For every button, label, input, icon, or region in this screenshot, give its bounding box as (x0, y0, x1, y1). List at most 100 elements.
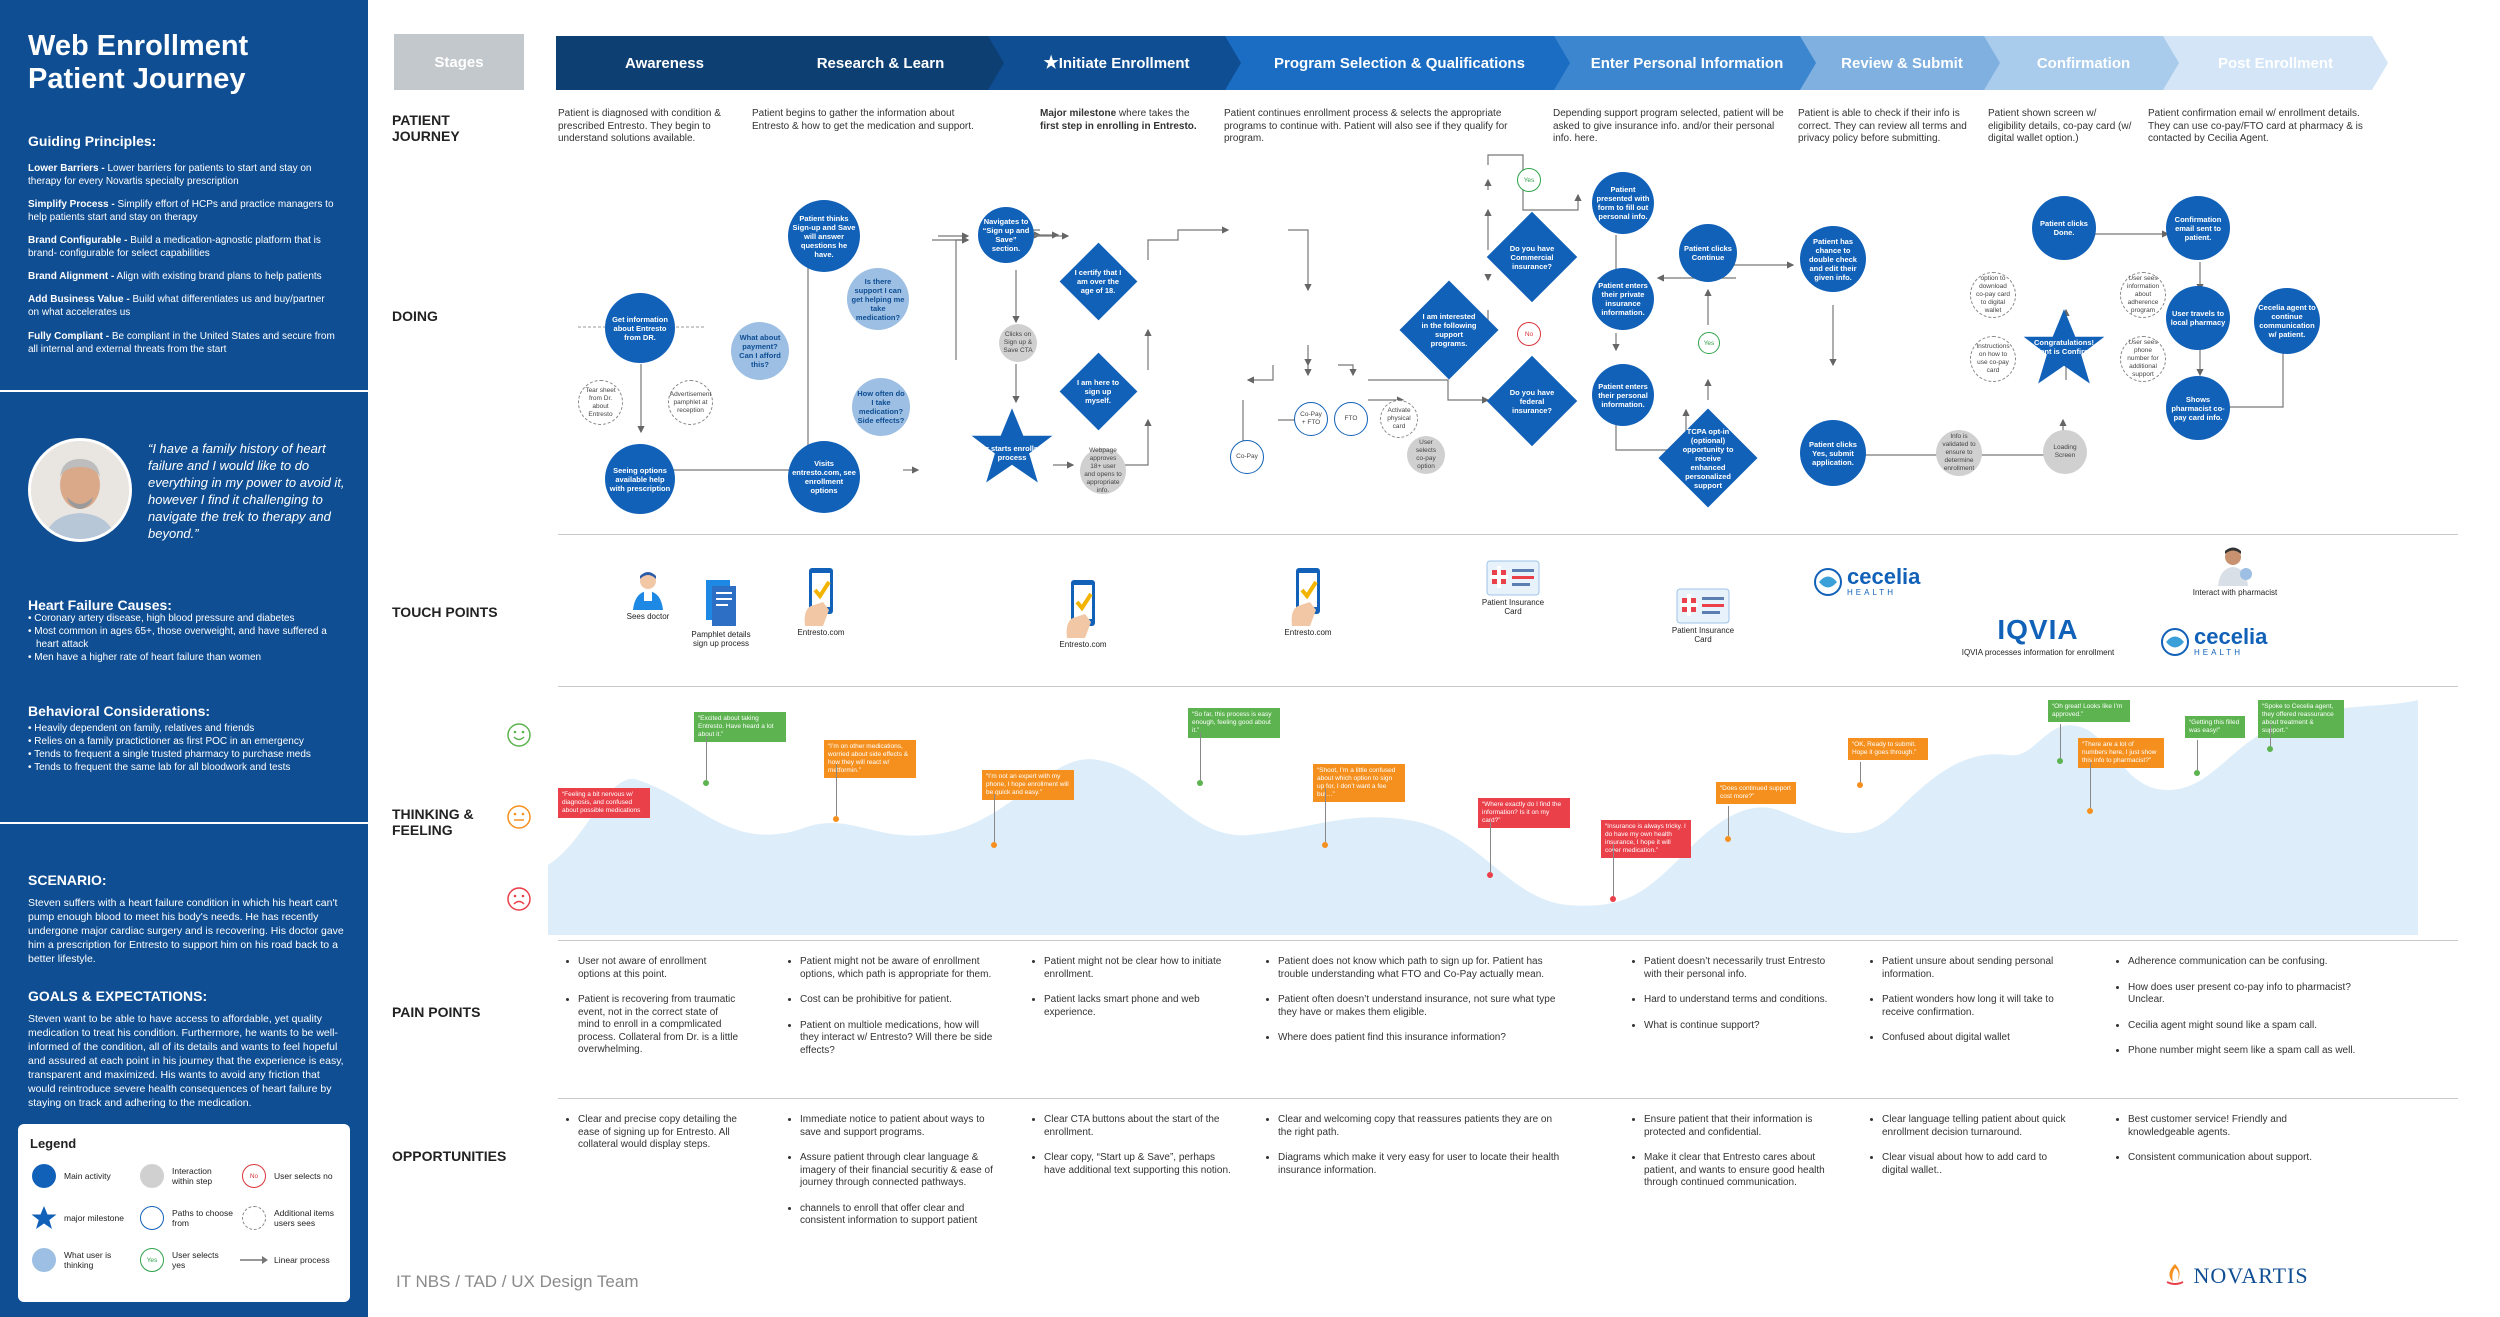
path-copay: Co-Pay (1230, 440, 1264, 474)
bullet-item: • Heavily dependent on family, relatives… (28, 723, 255, 734)
decision-tcpa-opt-in: TCPA opt-in (optional) opportunity to re… (1658, 408, 1758, 508)
divider (0, 822, 368, 824)
opps-column: Immediate notice to patient about ways t… (788, 1114, 998, 1241)
pain-point-item: Cecilia agent might sound like a spam ca… (2128, 1020, 2356, 1033)
activity-visits-entresto: Visits entresto.com, see enrollment opti… (788, 441, 860, 513)
stage-awareness: Awareness (556, 36, 773, 90)
guiding-principle: Simplify Process - Simplify effort of HC… (28, 199, 334, 223)
pain-point-item: Patient on multiole medications, how wil… (800, 1020, 998, 1058)
feeling-bubble: “Oh great! Looks like I’m approved.” (2048, 700, 2130, 722)
decision-commercial-insurance: Do you have Commercial insurance? (1486, 211, 1578, 303)
legend-item: Additional items users sees (240, 1204, 336, 1232)
star-icon (31, 1206, 57, 1229)
guiding-principle: Fully Compliant - Be compliant in the Un… (28, 331, 335, 355)
touch-insurance-card-1: Patient Insurance Card (1478, 560, 1548, 616)
opportunity-item: Consistent communication about support. (2128, 1152, 2356, 1165)
bullet-icon: • (28, 626, 35, 637)
behavioral-heading: Behavioral Considerations: (28, 703, 211, 719)
pain-point-item: Patient doesn’t necessarily trust Entres… (1644, 956, 1837, 981)
interaction-webpage-approves: Webpage approves 18+ user and opens to a… (1080, 447, 1126, 494)
pamphlet-icon (706, 580, 736, 626)
legend-item: Main activity (30, 1162, 126, 1190)
feeling-pin (1613, 844, 1614, 896)
feeling-pin (1490, 822, 1491, 872)
opportunity-item: Clear CTA buttons about the start of the… (1044, 1114, 1237, 1139)
feeling-pin (1200, 732, 1201, 780)
main-activity-icon (32, 1164, 56, 1188)
feeling-dot (991, 842, 997, 848)
happy-face-icon (506, 722, 532, 748)
bullet-item: • Most common in ages 65+, those overwei… (28, 626, 327, 650)
activity-navigates-signup: Navigates to “Sign up and Save” section. (978, 207, 1034, 263)
feeling-dot (2194, 770, 2200, 776)
interaction-info-validated: Info is validated to ensure to determine… (1936, 430, 1982, 476)
opps-column: Clear and precise copy detailing the eas… (566, 1114, 741, 1165)
thought-what-about-payment: What about payment? Can I afford this? (731, 322, 789, 380)
sad-face-icon (506, 886, 532, 912)
opps-column: Best customer service! Friendly and know… (2116, 1114, 2356, 1178)
decision-interested-programs: I am interested in the following support… (1399, 280, 1499, 380)
opportunity-item: Assure patient through clear language & … (800, 1152, 998, 1190)
feeling-pin (2197, 740, 2198, 770)
touch-entresto-2: Entresto.com (1053, 578, 1113, 649)
activity-get-information: Get information about Entresto from DR. (605, 293, 675, 363)
footer-team: IT NBS / TAD / UX Design Team (396, 1272, 639, 1291)
touch-cecelia-logo-2: cecelia HEALTH (2160, 626, 2290, 657)
phone-icon (1066, 580, 1095, 638)
decision-federal-insurance: Do you have federal insurance? (1486, 355, 1578, 447)
bullet-item: • Tends to frequent a single trusted pha… (28, 749, 311, 760)
pain-point-item: What is continue support? (1644, 1020, 1837, 1033)
novartis-logo: NOVARTIS (2163, 1262, 2309, 1289)
opps-column: Clear CTA buttons about the start of the… (1032, 1114, 1237, 1190)
opportunity-item: channels to enroll that offer clear and … (800, 1203, 998, 1228)
guiding-principles-heading: Guiding Principles: (28, 133, 157, 149)
no-marker: No (1517, 322, 1541, 346)
stage-program-selection-qualifications: Program Selection & Qualifications (1225, 36, 1574, 90)
feeling-bubble: “Where exactly do I find the information… (1478, 798, 1570, 828)
divider (0, 390, 368, 392)
interaction-user-selects-pay: User selects co-pay option (1407, 436, 1445, 474)
feeling-dot (1610, 896, 1616, 902)
row-label-thinking: THINKING & FEELING (392, 806, 474, 838)
heart-failure-heading: Heart Failure Causes: (28, 597, 172, 613)
activity-enters-private-insurance: Patient enters their private insurance i… (1592, 268, 1654, 330)
feeling-pin (2060, 724, 2061, 758)
touch-sees-doctor: Sees doctor (618, 570, 678, 621)
row-label-doing: DOING (392, 308, 438, 324)
feeling-dot (1322, 842, 1328, 848)
journey-text: Depending support program selected, pati… (1553, 108, 1784, 144)
pain-point-item: Patient unsure about sending personal in… (1882, 956, 2070, 981)
pharmacist-icon (2218, 547, 2252, 586)
opportunity-item: Clear language telling patient about qui… (1882, 1114, 2070, 1139)
activity-patient-thinks: Patient thinks Sign-up and Save will ans… (788, 200, 860, 272)
stage-initiate-enrollment: ★ Initiate Enrollment (988, 36, 1245, 90)
row-divider (558, 1098, 2458, 1099)
legend-title: Legend (30, 1136, 77, 1151)
legend-item: Yes User selects yes (138, 1246, 234, 1274)
yes-marker: Yes (1698, 332, 1720, 354)
guiding-principle: Brand Alignment - Align with existing br… (28, 271, 322, 282)
feeling-bubble: “There are a lot of numbers here, I just… (2078, 738, 2164, 768)
pain-point-item: Phone number might seem like a spam call… (2128, 1045, 2356, 1058)
guiding-principle: Add Business Value - Build what differen… (28, 294, 325, 318)
item-advertisement-pamphlet: Advertisement pamphlet at reception (668, 380, 713, 425)
guiding-principle: Lower Barriers - Lower barriers for pati… (28, 163, 312, 187)
star-icon (2023, 309, 2105, 384)
activity-enters-personal-info: Patient enters their personal informatio… (1592, 364, 1654, 426)
bullet-icon: • (28, 723, 35, 734)
goals-text: Steven want to be able to have access to… (28, 1013, 344, 1109)
row-divider (558, 534, 2458, 535)
journey-text: Patient shown screen w/ eligibility deta… (1988, 108, 2132, 144)
feeling-bubble: “Excited about taking Entresto. Have hea… (694, 712, 786, 742)
milestone-user-starts: User starts enrollment process (970, 405, 1054, 489)
activity-travels-pharmacy: User travels to local pharmacy (2166, 286, 2230, 350)
bullet-icon: • (28, 736, 35, 747)
legend-item: Linear process (240, 1246, 336, 1274)
row-label-patient-journey: PATIENT JOURNEY (392, 112, 460, 144)
item-phone-number: User sees phone number for additional su… (2120, 336, 2166, 382)
opportunity-item: Best customer service! Friendly and know… (2128, 1114, 2356, 1139)
opportunity-item: Make it clear that Entresto cares about … (1644, 1152, 1837, 1190)
thought-how-often: How often do I take medication? Side eff… (852, 378, 910, 436)
pain-point-item: Patient lacks smart phone and web experi… (1044, 994, 1237, 1019)
pain-point-item: Patient might not be aware of enrollment… (800, 956, 998, 981)
